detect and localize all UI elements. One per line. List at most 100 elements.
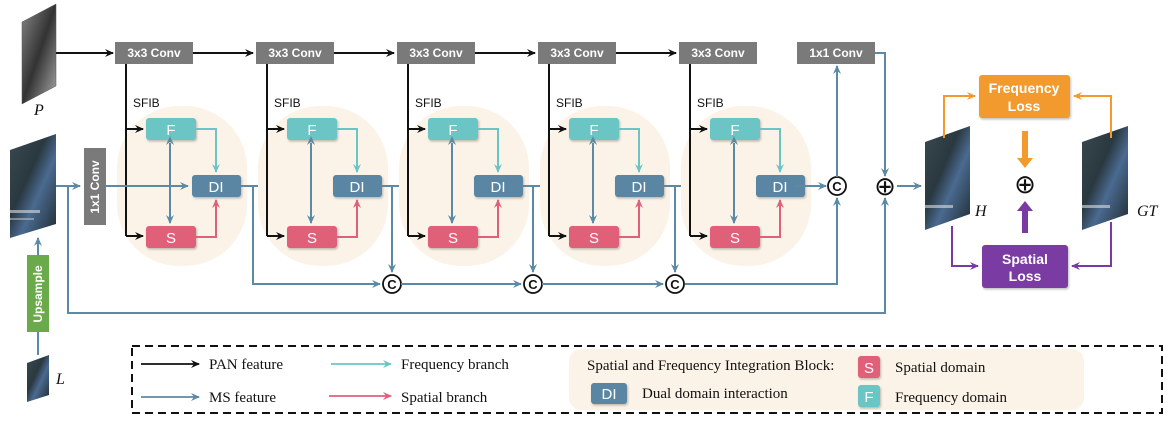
legend-spatial-text: Spatial branch (401, 390, 488, 406)
freqloss-arrowhead (1017, 158, 1033, 168)
f-to-di-arrow (337, 128, 361, 173)
legend-f-text: Frequency domain (895, 390, 1008, 406)
f-label: F (448, 122, 457, 139)
output-to-spatialloss-arrow (951, 226, 979, 270)
f-to-di-arrow (478, 128, 502, 173)
pan-image (21, 3, 57, 105)
di-label: DI (632, 179, 647, 196)
f-box (710, 118, 760, 140)
di-box (756, 175, 805, 197)
sfib-label: SFIB (556, 96, 583, 110)
legend-s-text: Spatial domain (895, 360, 986, 376)
conv3-box (397, 42, 475, 64)
final-concat-symbol: C (832, 179, 842, 194)
frequency-loss-line2: Loss (1008, 98, 1041, 114)
conv3-label: 3x3 Conv (691, 46, 745, 60)
s-to-di-arrow (196, 199, 220, 238)
conv3-box (679, 42, 757, 64)
pan-label: P (33, 102, 44, 119)
di-label: DI (209, 179, 224, 196)
gt-to-freqloss-arrow (1073, 92, 1112, 138)
s-to-di-arrow (619, 199, 643, 238)
legend-di-text: Dual domain interaction (642, 386, 788, 402)
di-box (474, 175, 523, 197)
legend-di-swatch-text: DI (602, 386, 617, 403)
legend-freq-text: Frequency branch (401, 357, 509, 373)
s-to-di-arrow (337, 199, 361, 238)
s-box (146, 226, 196, 248)
di-label: DI (773, 179, 788, 196)
conv3-box (256, 42, 334, 64)
output-label: H (974, 203, 988, 220)
conv3-box (115, 42, 193, 64)
sfib-label: SFIB (697, 96, 724, 110)
di-label: DI (491, 179, 506, 196)
legend-pan-text: PAN feature (209, 357, 283, 373)
s-box (569, 226, 619, 248)
conv3-label: 3x3 Conv (409, 46, 463, 60)
f-box (146, 118, 196, 140)
f-box (569, 118, 619, 140)
s-label: S (307, 230, 317, 247)
f-label: F (166, 122, 175, 139)
gt-label: GT (1137, 203, 1159, 220)
ms-lowres-image (27, 355, 49, 402)
di-box (333, 175, 382, 197)
global-skip-line (67, 186, 889, 314)
f-to-di-arrow (196, 128, 220, 173)
s-label: S (448, 230, 458, 247)
f-box (428, 118, 478, 140)
f-to-di-arrow (760, 128, 784, 173)
legend-f-swatch-text: F (864, 389, 873, 406)
f-label: F (589, 122, 598, 139)
conv1-to-add-arrow (875, 52, 889, 177)
final-conv1-box (797, 42, 875, 64)
s-box (287, 226, 337, 248)
output-image (925, 126, 970, 230)
di-box (192, 175, 241, 197)
s-to-di-arrow (760, 199, 784, 238)
sfib-label: SFIB (133, 96, 160, 110)
s-box (428, 226, 478, 248)
gt-to-spatialloss-arrow (1071, 222, 1112, 270)
output-to-freqloss-arrow (943, 92, 976, 138)
legend-block-panel (569, 349, 1084, 410)
concat-symbol: C (387, 277, 397, 292)
residual-add-node: ⊕ (874, 172, 896, 202)
concat-group: C (523, 186, 664, 294)
loss-sum-node: ⊕ (1014, 170, 1036, 200)
concat-node (665, 274, 685, 294)
s-box (710, 226, 760, 248)
s-to-di-arrow (478, 199, 502, 238)
conv3-box (538, 42, 616, 64)
final-conv1-label: 1x1 Conv (809, 46, 863, 60)
spatial-loss-line1: Spatial (1002, 251, 1048, 267)
legend-s-swatch-text: S (864, 360, 874, 377)
legend-ms-text: MS feature (209, 390, 276, 406)
concat-group: C (382, 186, 522, 294)
ms-label: L (55, 371, 65, 388)
di-box (615, 175, 664, 197)
f-to-di-arrow (619, 128, 643, 173)
ms-upsampled-image (10, 134, 56, 238)
frequency-loss-line1: Frequency (989, 80, 1060, 96)
legend-di-swatch (591, 383, 627, 404)
concat-symbol: C (528, 277, 538, 292)
sfib-label: SFIB (415, 96, 442, 110)
ms-conv1-box (84, 148, 106, 225)
f-box (287, 118, 337, 140)
conv3-label: 3x3 Conv (268, 46, 322, 60)
f-label: F (307, 122, 316, 139)
skip-to-concat1 (252, 186, 381, 288)
concat-group: C (665, 186, 685, 294)
frequency-loss-box (979, 75, 1070, 118)
s-label: S (166, 230, 176, 247)
sfib-label: SFIB (274, 96, 301, 110)
s-label: S (589, 230, 599, 247)
spatial-loss-box (982, 245, 1068, 288)
